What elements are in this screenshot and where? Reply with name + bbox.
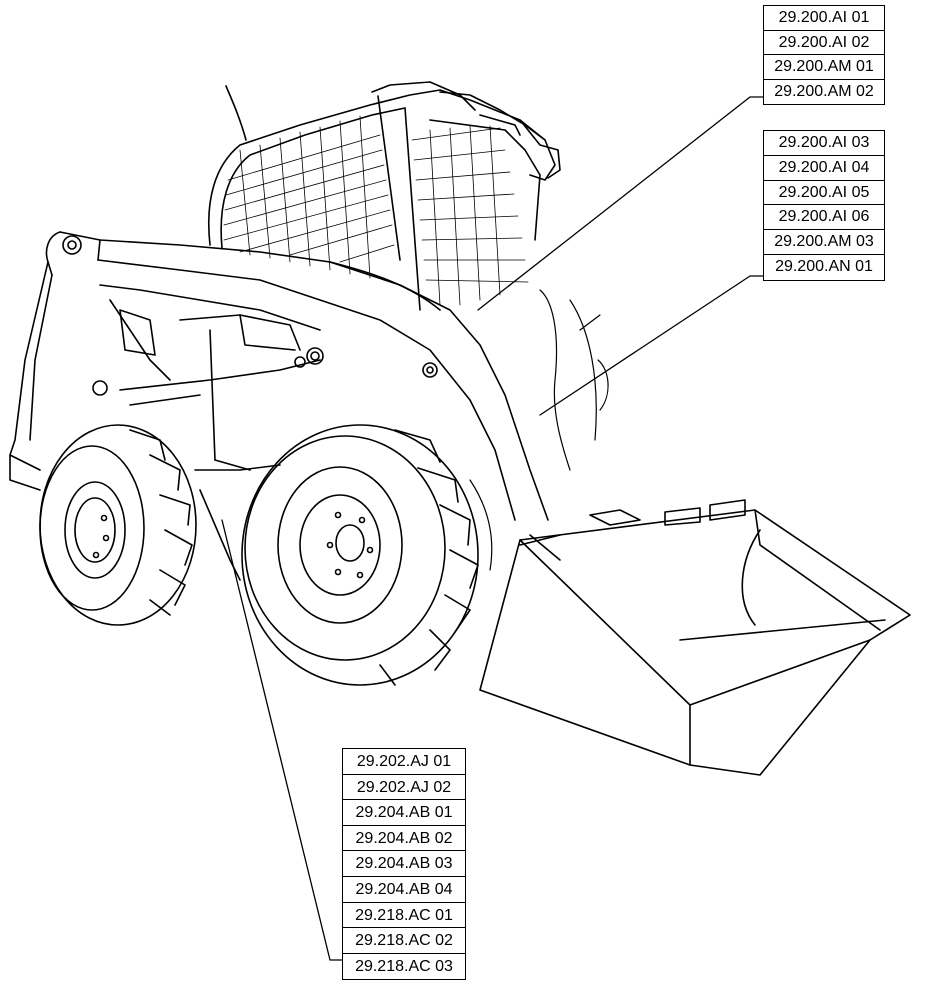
- antenna: [225, 85, 247, 141]
- cab-door-mesh: [411, 125, 529, 306]
- callout-ref: 29.200.AI 05: [764, 181, 884, 206]
- callout-ref: 29.204.AB 02: [343, 826, 465, 852]
- lift-arm: [45, 231, 561, 546]
- callout-ref: 29.200.AM 01: [764, 55, 884, 80]
- callout-ref: 29.200.AI 02: [764, 31, 884, 55]
- callout-ref: 29.218.AC 03: [355, 957, 453, 975]
- callout-group-chassis: 29.202.AJ 01 29.202.AJ 02 29.204.AB 01 2…: [342, 748, 466, 981]
- callout-ref: 29.200.AI 06: [764, 205, 884, 231]
- callout-ref: 29.202.AJ 02: [343, 775, 465, 801]
- loader-body: [9, 261, 321, 581]
- callout-group-door: 29.200.AI 03 29.200.AI 04 29.200.AI 05 2…: [763, 130, 885, 281]
- callout-ref: 29.204.AB 04: [343, 877, 465, 903]
- pivot-pins: [62, 235, 438, 396]
- callout-ref: 29.200.AI 03: [764, 131, 884, 156]
- leader-lines: [221, 96, 764, 961]
- callout-ref: 29.218.AC 02: [343, 928, 465, 954]
- callout-ref: 29.200.AI 04: [764, 156, 884, 181]
- callout-group-cab: 29.200.AI 01 29.200.AI 02 29.200.AM 01 2…: [763, 5, 885, 105]
- callout-ref: 29.200.AM 03: [764, 230, 884, 255]
- callout-ref: 29.200.AN 01: [775, 257, 873, 275]
- bucket: [479, 499, 911, 776]
- callout-ref: 29.204.AB 03: [343, 851, 465, 877]
- callout-ref: 29.200.AM 02: [774, 82, 874, 100]
- cab-mesh: [223, 115, 395, 279]
- rear-tire: [39, 424, 197, 626]
- hydraulic-hoses: [469, 289, 609, 571]
- callout-ref: 29.204.AB 01: [343, 800, 465, 826]
- cab-frame: [207, 81, 561, 311]
- callout-ref: 29.202.AJ 01: [343, 749, 465, 775]
- callout-ref: 29.218.AC 01: [343, 903, 465, 929]
- front-tire: [241, 424, 479, 686]
- callout-ref: 29.200.AI 01: [764, 6, 884, 31]
